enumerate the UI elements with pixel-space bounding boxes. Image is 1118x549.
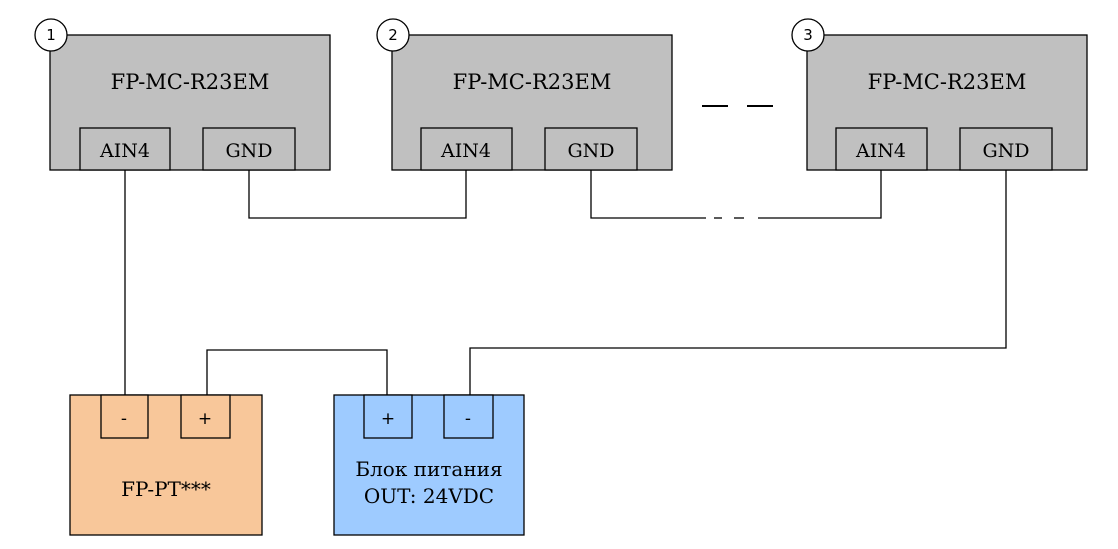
sensor-block: - + FP-PT*** <box>69 394 263 536</box>
device-2-title: FP-MC-R23EM <box>453 70 612 94</box>
device-2-gnd-label: GND <box>567 140 614 162</box>
device-1-number-badge <box>34 18 68 52</box>
sensor-body <box>69 394 263 536</box>
device-1-ain4-port <box>79 127 171 171</box>
wire-gnd2-to-ain4-3-b <box>758 170 882 219</box>
wire-gnd2-to-ain4-3-a <box>590 170 706 219</box>
power-minus-terminal <box>443 394 494 439</box>
power-minus-label: - <box>465 409 471 429</box>
device-3-number: 3 <box>803 26 813 44</box>
sensor-plus-terminal <box>180 394 231 439</box>
device-1-gnd-label: GND <box>225 140 272 162</box>
device-2: FP-MC-R23EM AIN4 GND 2 <box>376 18 673 171</box>
wire-gnd1-to-ain4-2 <box>248 170 467 219</box>
device-2-number: 2 <box>388 26 398 44</box>
device-2-ain4-label: AIN4 <box>440 140 491 162</box>
device-1-title: FP-MC-R23EM <box>111 70 270 94</box>
sensor-minus-terminal <box>100 394 149 439</box>
device-1-number: 1 <box>46 26 56 44</box>
sensor-minus-label: - <box>121 409 127 429</box>
power-supply-output: OUT: 24VDC <box>364 484 494 508</box>
wire-sensor-plus-to-power-plus <box>206 349 388 395</box>
device-3-ain4-label: AIN4 <box>855 140 906 162</box>
sensor-plus-label: + <box>198 409 212 429</box>
wire-gnd3-to-power-minus <box>469 170 1007 395</box>
device-2-number-badge <box>376 18 410 52</box>
device-3-number-badge <box>791 18 825 52</box>
power-plus-terminal <box>363 394 413 439</box>
device-3-ain4-port <box>835 127 928 171</box>
device-1: FP-MC-R23EM AIN4 GND 1 <box>34 18 331 171</box>
sensor-title: FP-PT*** <box>121 477 211 501</box>
device-3: FP-MC-R23EM AIN4 GND 3 <box>791 18 1088 171</box>
device-3-gnd-label: GND <box>982 140 1029 162</box>
device-1-ain4-label: AIN4 <box>99 140 150 162</box>
power-supply-title: Блок питания <box>355 457 502 481</box>
power-plus-label: + <box>381 409 395 429</box>
device-3-title: FP-MC-R23EM <box>868 70 1027 94</box>
power-supply-block: + - Блок питания OUT: 24VDC <box>333 394 525 536</box>
